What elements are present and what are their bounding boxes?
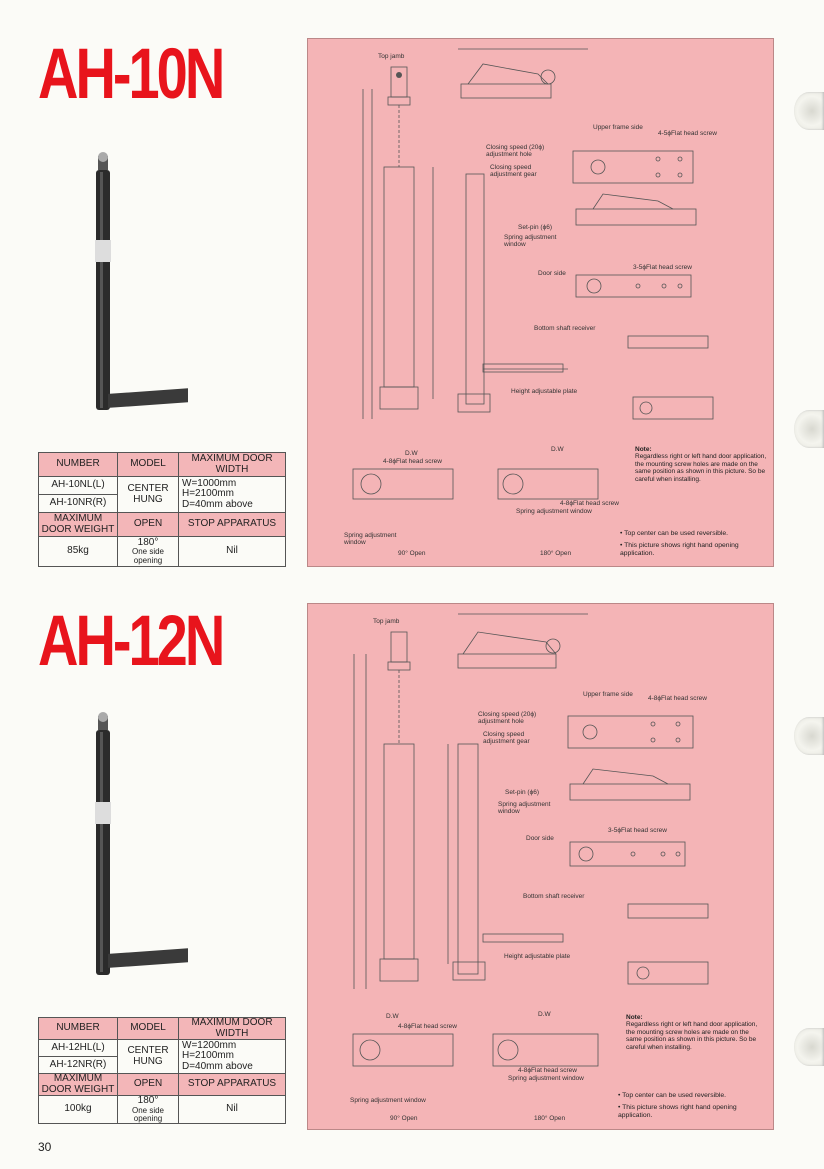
header-stop: STOP APPARATUS — [178, 1073, 286, 1096]
label-flat-screw-4: 4-8ϕFlat head screw — [648, 695, 707, 702]
binder-hole — [794, 410, 824, 448]
header-open: OPEN — [117, 512, 179, 537]
label-closing-speed-adj: Closing speed (20ϕ) adjustment hole — [486, 144, 545, 158]
label-flat-screw-4b-b: 4-8ϕFlat head screw — [560, 500, 619, 507]
width-value: W=1200mm H=2100mm D=40mm above — [178, 1039, 286, 1074]
header-max-width: MAXIMUM DOOR WIDTH — [178, 1017, 286, 1040]
header-max-width: MAXIMUM DOOR WIDTH — [178, 452, 286, 477]
stop-value: Nil — [178, 1094, 286, 1125]
stop-value: Nil — [178, 536, 286, 567]
header-model: MODEL — [117, 1017, 179, 1040]
note-text: Regardless right or left hand door appli… — [635, 453, 767, 483]
header-weight: MAXIMUM DOOR WEIGHT — [38, 1073, 118, 1096]
label-set-pin: Set-pin (ϕ6) — [518, 224, 552, 231]
width-w: W=1000mm — [182, 477, 237, 489]
label-closing-speed-adj: Closing speed (20ϕ) adjustment hole — [478, 711, 537, 725]
binder-hole — [794, 92, 824, 130]
header-weight: MAXIMUM DOOR WEIGHT — [38, 512, 118, 537]
label-dw-90: D.W — [405, 450, 418, 457]
note-text: Regardless right or left hand door appli… — [626, 1021, 758, 1051]
width-h: H=2100mm — [182, 488, 234, 500]
label-door-side: Door side — [526, 835, 554, 842]
weight-value: 85kg — [38, 536, 118, 567]
binder-hole — [794, 717, 824, 755]
number-r: AH-10NR(R) — [38, 494, 118, 513]
open-value: 180° One side opening — [117, 1094, 179, 1125]
model-value: CENTER HUNG — [117, 476, 179, 513]
bullet-1: • Top center can be used reversible. — [618, 1092, 727, 1099]
width-d: D=40mm above — [182, 498, 253, 510]
width-value: W=1000mm H=2100mm D=40mm above — [178, 476, 286, 513]
label-90-open: 90° Open — [398, 550, 426, 557]
label-bottom-receiver: Bottom shaft receiver — [534, 325, 596, 332]
drawing-lines — [352, 613, 709, 1067]
label-180-open: 180° Open — [540, 550, 572, 557]
open-deg: 180° — [137, 1095, 159, 1106]
label-upper-frame: Upper frame side — [593, 124, 643, 131]
open-value: 180° One side opening — [117, 536, 179, 567]
label-height-plate: Height adjustable plate — [511, 388, 578, 395]
note: Note: Regardless right or left hand door… — [635, 446, 770, 483]
open-note: One side opening — [131, 547, 165, 565]
product-title: AH-12N — [38, 599, 225, 681]
label-set-pin: Set-pin (ϕ6) — [505, 789, 539, 796]
number-l: AH-12HL(L) — [38, 1039, 118, 1057]
bullet-2: • This picture shows right hand opening … — [620, 542, 739, 558]
label-flat-screw-4b-b: 4-8ϕFlat head screw — [518, 1067, 577, 1074]
label-90-open: 90° Open — [390, 1115, 418, 1122]
number-l: AH-10NL(L) — [38, 476, 118, 495]
open-note: One side opening — [131, 1105, 165, 1123]
label-closing-speed-gear: Closing speed adjustment gear — [483, 731, 530, 745]
header-model: MODEL — [117, 452, 179, 477]
label-bottom-receiver: Bottom shaft receiver — [523, 893, 585, 900]
label-upper-frame: Upper frame side — [583, 691, 633, 698]
note: Note: Regardless right or left hand door… — [626, 1014, 766, 1051]
label-closing-speed-gear: Closing speed adjustment gear — [490, 164, 537, 178]
label-top-jamb: Top jamb — [373, 618, 400, 625]
spec-table: NUMBER MODEL MAXIMUM DOOR WIDTH AH-12HL(… — [38, 1017, 286, 1125]
bullet-1: • Top center can be used reversible. — [620, 530, 729, 537]
header-number: NUMBER — [38, 1017, 118, 1040]
width-h: H=2100mm — [182, 1050, 234, 1062]
note-title: Note: — [626, 1014, 643, 1021]
spec-table: NUMBER MODEL MAXIMUM DOOR WIDTH AH-10NL(… — [38, 452, 286, 567]
label-spring-window-c: Spring adjustment window — [344, 532, 397, 546]
label-flat-screw-4b-a: 4-8ϕFlat head screw — [398, 1023, 457, 1030]
drawing-lines — [352, 48, 714, 500]
label-spring-window-b: Spring adjustment window — [516, 508, 592, 515]
model-value: CENTER HUNG — [117, 1039, 179, 1074]
label-flat-screw-4: 4-5ϕFlat head screw — [658, 130, 717, 137]
label-dw-180: D.W — [551, 446, 564, 453]
number-r: AH-12NR(R) — [38, 1056, 118, 1074]
label-flat-screw-3: 3-5ϕFlat head screw — [633, 264, 692, 271]
width-w: W=1200mm — [182, 1039, 237, 1051]
open-deg: 180° — [137, 536, 159, 548]
label-spring-window-c: Spring adjustment window — [350, 1097, 426, 1104]
width-d: D=40mm above — [182, 1060, 253, 1072]
note-title: Note: — [635, 446, 652, 453]
label-flat-screw-3: 3-5ϕFlat head screw — [608, 827, 667, 834]
label-spring-window-b: Spring adjustment window — [508, 1075, 584, 1082]
product-photo — [95, 712, 188, 975]
header-stop: STOP APPARATUS — [178, 512, 286, 537]
technical-drawing: Top jamb Closing speed (20ϕ) adjustment … — [307, 603, 774, 1130]
label-dw-180: D.W — [538, 1011, 551, 1018]
label-height-plate: Height adjustable plate — [504, 953, 571, 960]
label-door-side: Door side — [538, 270, 566, 277]
label-180-open: 180° Open — [534, 1115, 566, 1122]
product-photo — [95, 152, 188, 410]
product-title: AH-10N — [38, 32, 225, 114]
label-flat-screw-4b-a: 4-8ϕFlat head screw — [383, 458, 442, 465]
weight-value: 100kg — [38, 1094, 118, 1125]
header-number: NUMBER — [38, 452, 118, 477]
label-spring-window: Spring adjustment window — [504, 234, 557, 248]
label-spring-window: Spring adjustment window — [498, 801, 551, 815]
header-open: OPEN — [117, 1073, 179, 1096]
page-number: 30 — [38, 1140, 52, 1154]
binder-hole — [794, 1028, 824, 1066]
label-dw-90: D.W — [386, 1013, 399, 1020]
bullet-2: • This picture shows right hand opening … — [618, 1104, 737, 1120]
label-top-jamb: Top jamb — [378, 53, 405, 60]
technical-drawing: Top jamb Closing speed (20ϕ) adjustment … — [307, 38, 774, 567]
